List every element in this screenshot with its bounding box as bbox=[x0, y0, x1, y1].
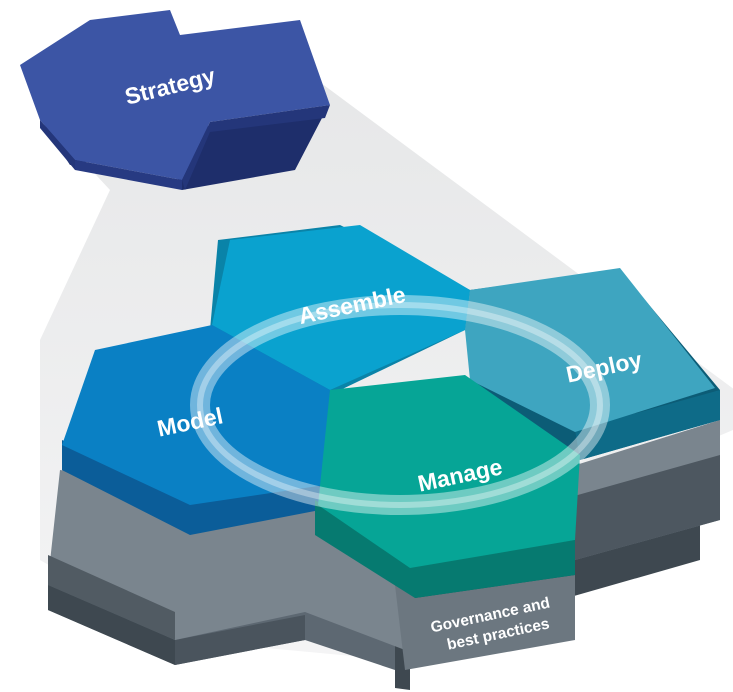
deploy-hexagon[interactable] bbox=[465, 268, 720, 460]
strategy-block-top bbox=[20, 10, 330, 180]
deploy-hex-top bbox=[465, 268, 715, 432]
manage-hex-top bbox=[318, 375, 580, 568]
model-hexagon[interactable] bbox=[62, 325, 330, 535]
manage-hexagon[interactable] bbox=[315, 375, 580, 598]
model-hex-top bbox=[62, 325, 330, 505]
assemble-hex-top bbox=[212, 225, 470, 390]
strategy-block[interactable] bbox=[20, 10, 330, 190]
cycle-ring-inner bbox=[197, 302, 603, 508]
assemble-hexagon[interactable] bbox=[210, 225, 470, 395]
cycle-ring bbox=[190, 295, 610, 515]
